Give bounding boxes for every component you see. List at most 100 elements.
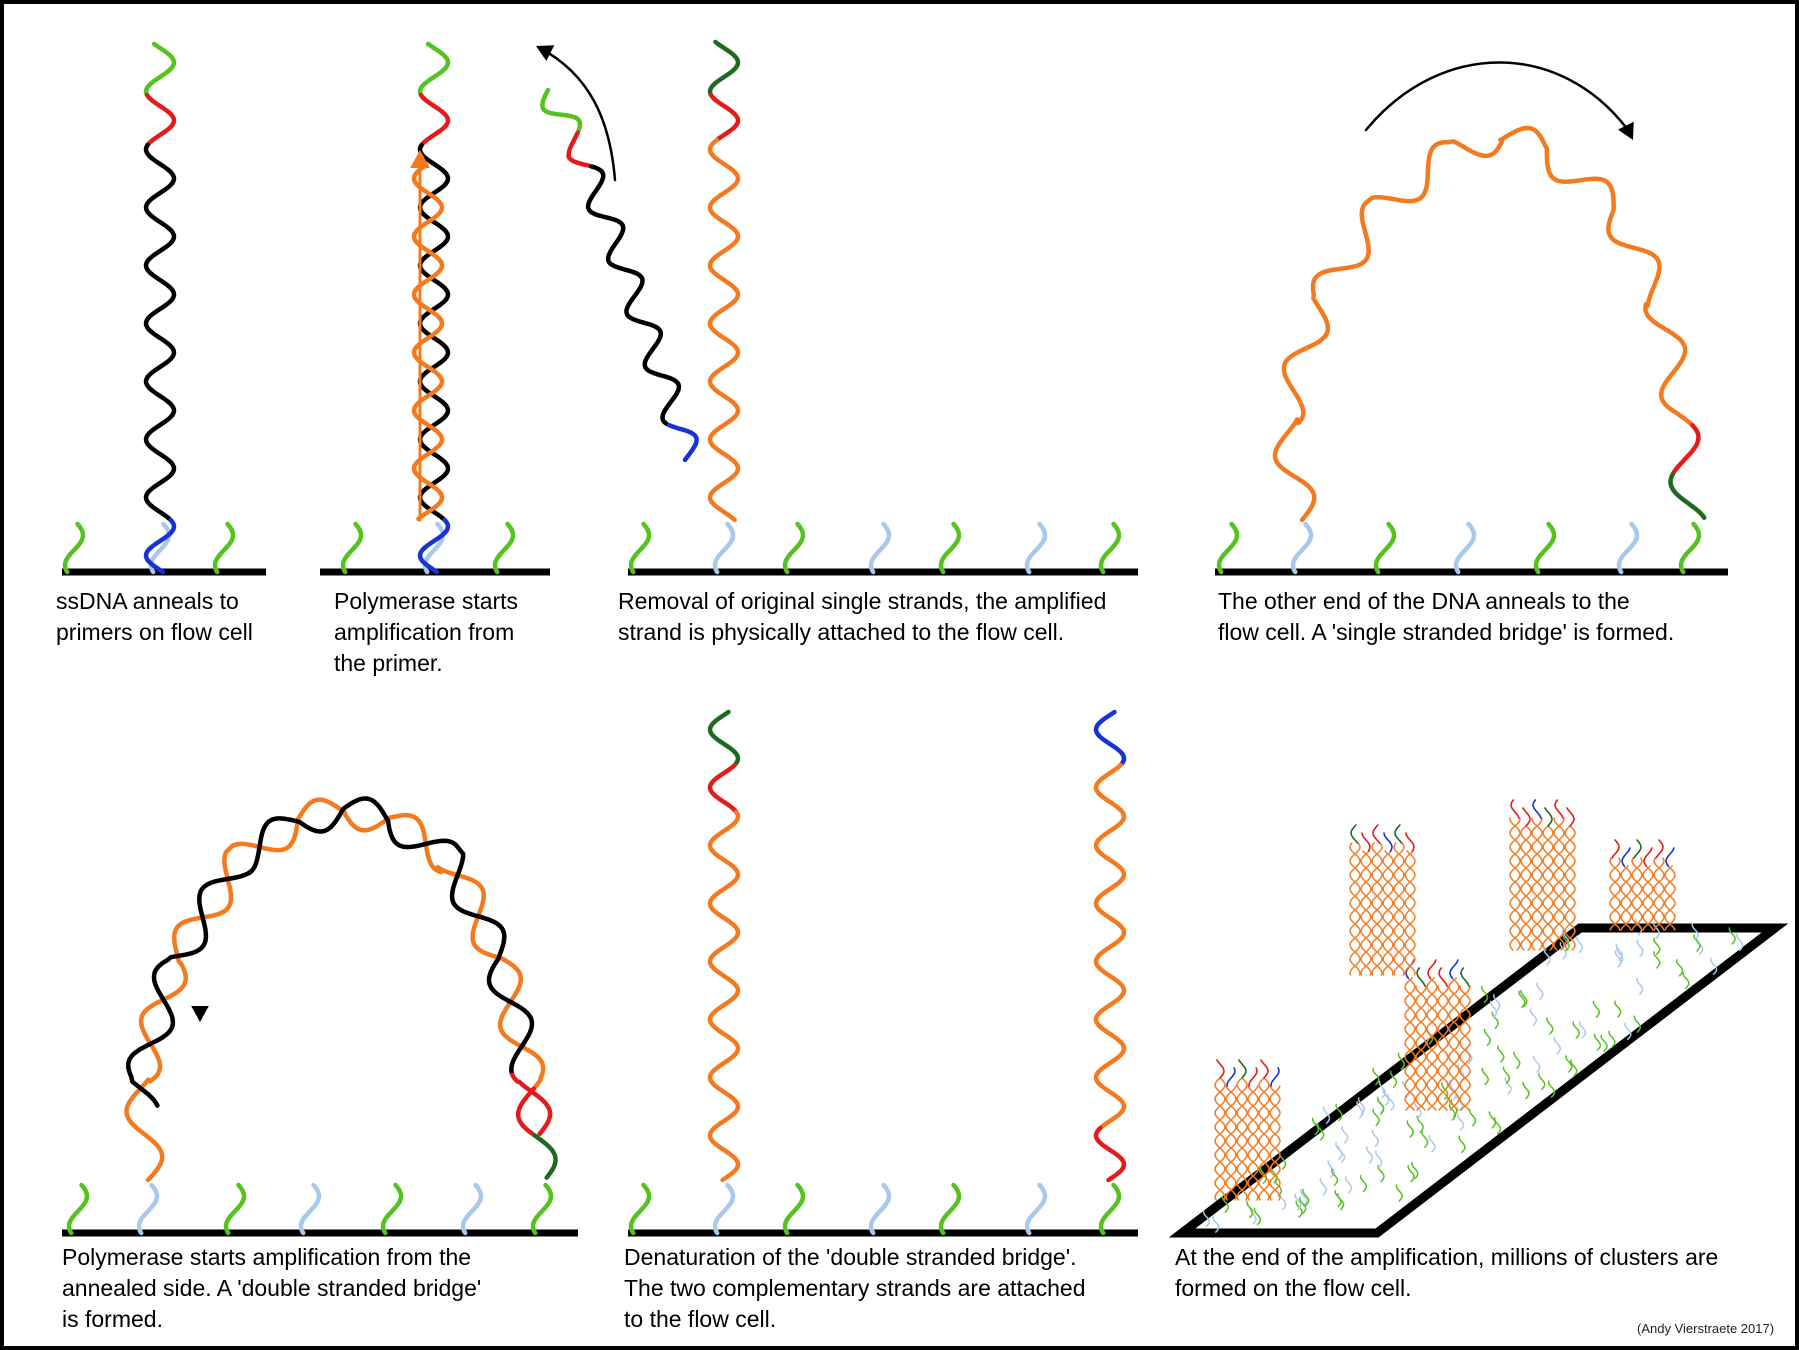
primer-green bbox=[226, 1185, 244, 1233]
surface-primer bbox=[1396, 1185, 1402, 1201]
surface-primer bbox=[1601, 1035, 1607, 1051]
caption-step7: At the end of the amplification, million… bbox=[1175, 1242, 1718, 1304]
single-stranded-bridge bbox=[1275, 128, 1692, 520]
surface-primer bbox=[1609, 1031, 1615, 1047]
cluster-adapter bbox=[1622, 848, 1630, 866]
released-strand-left bbox=[710, 765, 736, 811]
panel-clusters bbox=[1182, 800, 1775, 1233]
template-strand bbox=[147, 95, 174, 145]
surface-primer bbox=[1422, 1131, 1428, 1147]
single-stranded-bridge bbox=[1671, 474, 1705, 517]
cluster-adapter bbox=[1450, 960, 1458, 978]
cluster-adapter bbox=[1249, 1068, 1257, 1086]
primer-lightblue bbox=[1027, 1185, 1045, 1233]
primer-green bbox=[941, 1185, 959, 1233]
bridge-strand bbox=[127, 800, 544, 1180]
cluster-adapter bbox=[1523, 808, 1530, 826]
cluster-adapter bbox=[1533, 800, 1541, 818]
released-strand-left bbox=[710, 712, 738, 764]
primer-green bbox=[69, 1185, 87, 1233]
surface-primer bbox=[1485, 1029, 1491, 1045]
primer-green bbox=[785, 524, 803, 572]
surface-primer bbox=[1280, 1194, 1286, 1210]
primer-green bbox=[495, 524, 513, 572]
primer-lightblue bbox=[871, 1185, 889, 1233]
released-template-strand bbox=[588, 166, 679, 424]
surface-primer bbox=[1458, 1114, 1464, 1130]
surface-primer bbox=[1361, 1176, 1367, 1192]
primer-green bbox=[343, 524, 361, 572]
template-strand bbox=[420, 520, 448, 572]
cluster-adapter bbox=[1395, 825, 1402, 843]
surface-primer bbox=[1459, 1136, 1465, 1152]
cluster-strand bbox=[1532, 818, 1542, 950]
surface-primer bbox=[1677, 960, 1683, 976]
primer-green bbox=[941, 524, 959, 572]
surface-primer bbox=[1531, 1009, 1537, 1025]
surface-primer bbox=[1539, 1073, 1545, 1089]
cluster-strand bbox=[1632, 858, 1642, 930]
released-template-strand bbox=[669, 425, 697, 460]
primer-green bbox=[631, 1185, 649, 1233]
released-strand-right bbox=[1096, 712, 1124, 764]
released-strand-left bbox=[710, 812, 738, 1180]
surface-primer bbox=[1373, 1130, 1379, 1146]
cluster-strand bbox=[1532, 818, 1542, 950]
primer-green bbox=[1681, 524, 1699, 572]
cluster-adapter bbox=[1384, 833, 1392, 851]
cluster-adapter bbox=[1567, 808, 1574, 826]
cluster-adapter bbox=[1239, 1060, 1246, 1078]
surface-primer bbox=[1367, 1147, 1373, 1163]
cluster-adapter bbox=[1511, 800, 1519, 818]
primer-lightblue bbox=[1619, 524, 1637, 572]
surface-primer bbox=[1373, 1109, 1379, 1125]
caption-step5: Polymerase starts amplification from the… bbox=[62, 1242, 481, 1335]
panel-polymerase-start bbox=[320, 44, 550, 572]
surface-primer bbox=[1408, 1166, 1414, 1182]
surface-primer bbox=[1595, 1034, 1601, 1050]
cluster-adapter bbox=[1612, 840, 1619, 858]
surface-primer bbox=[1534, 1056, 1540, 1072]
surface-primer bbox=[1376, 1151, 1382, 1167]
surface-primer bbox=[1429, 1136, 1435, 1152]
released-template-strand bbox=[568, 133, 588, 166]
surface-primer bbox=[1336, 1143, 1342, 1159]
template-strand bbox=[420, 44, 448, 94]
primer-lightblue bbox=[139, 1185, 157, 1233]
surface-primer bbox=[1490, 1112, 1496, 1128]
primer-lightblue bbox=[1027, 524, 1045, 572]
surface-primer bbox=[1412, 1163, 1418, 1179]
surface-primer bbox=[1580, 1022, 1586, 1038]
primer-green bbox=[383, 1185, 401, 1233]
surface-primer bbox=[1482, 1068, 1488, 1084]
surface-primer bbox=[1566, 1056, 1572, 1072]
surface-primer bbox=[1577, 936, 1583, 952]
primer-green bbox=[1536, 524, 1554, 572]
complement-strand bbox=[128, 799, 532, 1106]
cluster-adapter bbox=[1227, 1068, 1235, 1086]
surface-primer bbox=[1737, 934, 1743, 950]
amplified-strand bbox=[710, 140, 738, 520]
surface-primer bbox=[1388, 1094, 1394, 1110]
caption-step1: ssDNA anneals to primers on flow cell bbox=[56, 586, 253, 648]
bridge-arrow bbox=[1366, 63, 1628, 131]
bridge-strand bbox=[534, 1135, 556, 1178]
cluster-adapter bbox=[1439, 968, 1447, 986]
surface-primer bbox=[1514, 1052, 1520, 1068]
surface-primer bbox=[1637, 941, 1643, 957]
cluster-adapter bbox=[1351, 825, 1358, 843]
primer-green bbox=[533, 1185, 551, 1233]
released-strand-right bbox=[1096, 765, 1124, 1127]
cluster-adapter bbox=[1644, 848, 1652, 866]
bridge-strand bbox=[518, 1089, 534, 1134]
cluster-strand bbox=[1510, 818, 1520, 950]
template-strand bbox=[146, 145, 174, 519]
cluster-adapter bbox=[1261, 1060, 1268, 1078]
bridge-arrow-head bbox=[1618, 122, 1634, 140]
complement-strand bbox=[512, 1075, 550, 1134]
caption-step3: Removal of original single strands, the … bbox=[618, 586, 1106, 648]
surface-primer bbox=[1573, 1022, 1579, 1038]
template-strand bbox=[146, 520, 174, 572]
removal-arrow-head bbox=[536, 45, 554, 61]
